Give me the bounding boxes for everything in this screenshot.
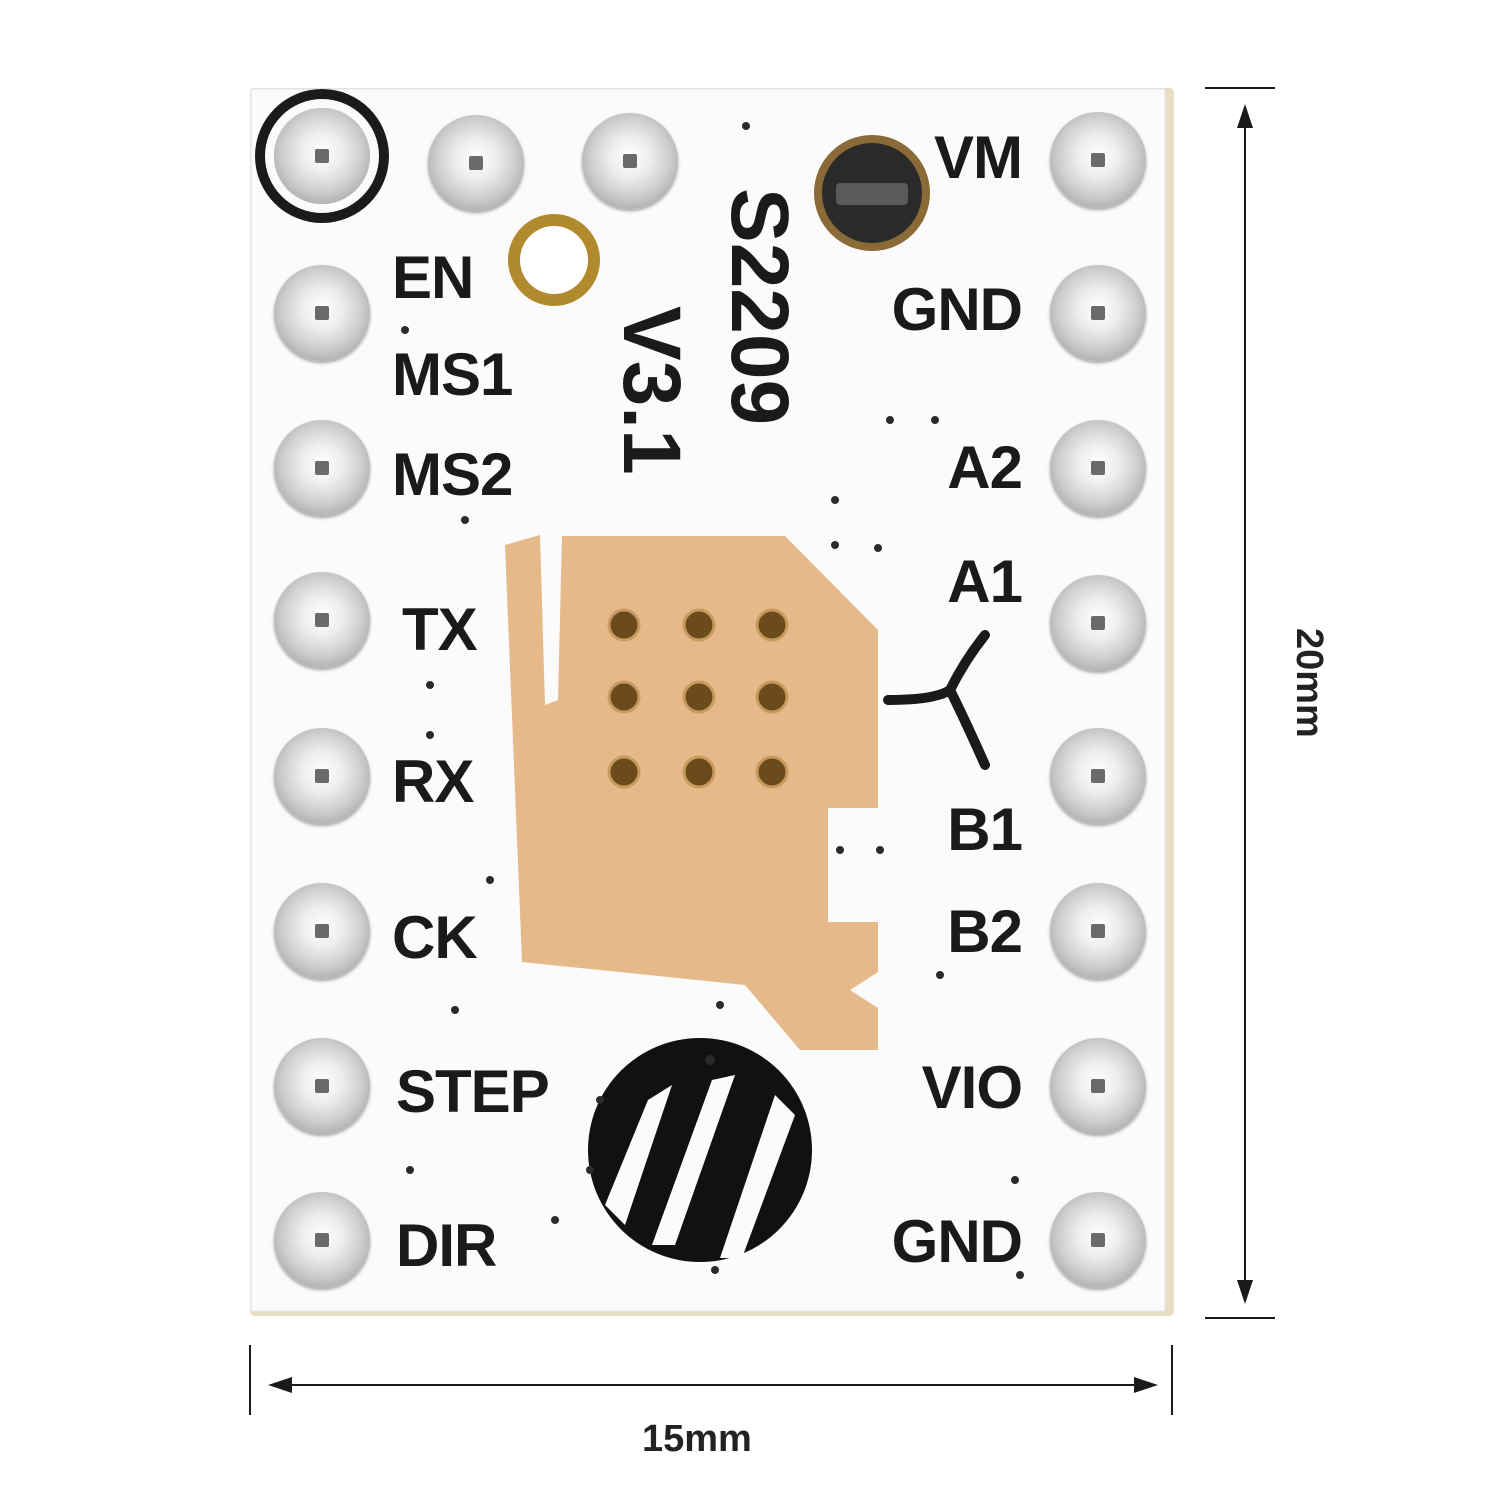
pin-tx xyxy=(274,572,370,668)
pin-en xyxy=(274,265,370,361)
pin-top-3 xyxy=(582,113,678,209)
label-ms2: MS2 xyxy=(392,441,513,508)
pin-vm xyxy=(1050,112,1146,208)
mounting-hole xyxy=(508,214,600,306)
pin-b1 xyxy=(1050,728,1146,824)
pin-a2 xyxy=(1050,420,1146,516)
label-en: EN xyxy=(392,244,474,311)
label-gnd-bottom: GND xyxy=(891,1208,1023,1275)
pin-gnd-bottom xyxy=(1050,1192,1146,1288)
coil-symbol xyxy=(883,630,990,770)
width-dimension xyxy=(249,1345,1173,1415)
label-gnd-top: GND xyxy=(891,276,1023,343)
label-vm: VM xyxy=(934,124,1023,191)
label-ck: CK xyxy=(392,904,478,971)
led-component xyxy=(814,135,930,251)
pin-a1 xyxy=(1050,575,1146,671)
thermal-vias xyxy=(607,608,789,789)
pin-rx xyxy=(274,728,370,824)
label-b2: B2 xyxy=(947,898,1023,965)
pin-top-2 xyxy=(428,115,524,211)
label-a2: A2 xyxy=(947,434,1023,501)
label-b1: B1 xyxy=(947,796,1023,863)
silkscreen-dots xyxy=(401,122,1024,1279)
pin-step xyxy=(274,1038,370,1134)
label-a1: A1 xyxy=(947,548,1023,615)
width-label: 15mm xyxy=(642,1418,752,1460)
pin-dir xyxy=(274,1192,370,1288)
pin-ck xyxy=(274,883,370,979)
height-label: 20mm xyxy=(1288,628,1330,738)
brand-logo xyxy=(588,1038,812,1262)
label-tx: TX xyxy=(402,596,478,663)
pin-vio xyxy=(1050,1038,1146,1134)
label-dir: DIR xyxy=(396,1212,497,1279)
label-rx: RX xyxy=(392,748,474,815)
pin-top-1 xyxy=(274,108,370,204)
copper-pad xyxy=(505,535,878,1050)
pin-ms2 xyxy=(274,420,370,516)
height-dimension xyxy=(1205,87,1275,1319)
pin-b2 xyxy=(1050,883,1146,979)
label-vio: VIO xyxy=(921,1054,1023,1121)
label-step: STEP xyxy=(396,1058,550,1125)
pin-gnd-top xyxy=(1050,265,1146,361)
label-ms1: MS1 xyxy=(392,341,513,408)
